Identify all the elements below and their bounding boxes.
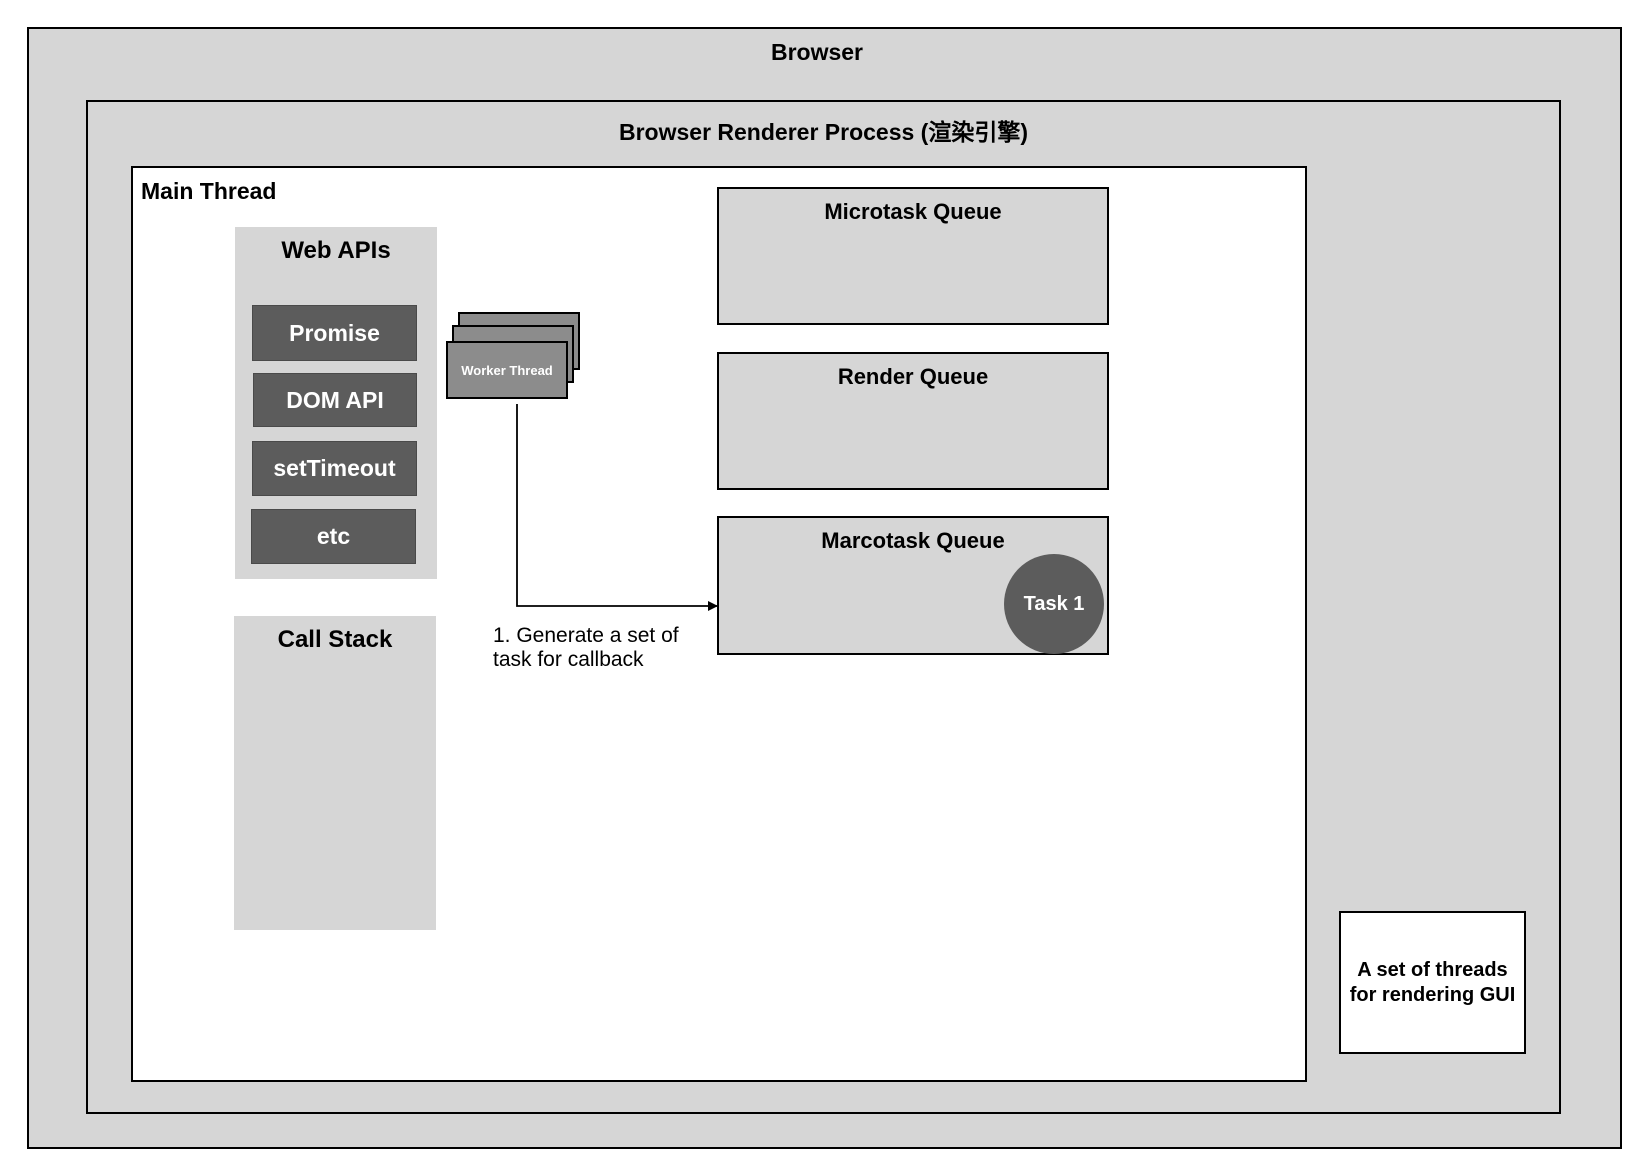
- macrotask-queue-title: Marcotask Queue: [821, 528, 1005, 553]
- worker-thread-label: Worker Thread: [461, 362, 553, 378]
- api-item-settimeout: setTimeout: [252, 441, 417, 496]
- gui-threads-label: A set of threads for rendering GUI: [1349, 958, 1516, 1006]
- task-1-label: Task 1: [1023, 592, 1085, 615]
- gui-threads-box: A set of threads for rendering GUI: [1339, 911, 1526, 1054]
- api-item-promise: Promise: [252, 305, 417, 361]
- main-thread-title: Main Thread: [141, 178, 277, 204]
- renderer-process-title: Browser Renderer Process (渲染引擎): [618, 119, 1028, 145]
- macrotask-queue: Marcotask Queue Task 1: [717, 516, 1109, 655]
- worker-thread-card: Worker Thread: [446, 341, 568, 399]
- arrow-label: 1. Generate a set of task for callback: [493, 624, 679, 671]
- task-1-node: Task 1: [1004, 554, 1104, 654]
- microtask-queue-title: Microtask Queue: [824, 199, 1002, 224]
- api-item-etc: etc: [251, 509, 416, 564]
- call-stack-title: Call Stack: [277, 626, 393, 653]
- web-apis-title: Web APIs: [281, 237, 391, 264]
- call-stack-panel: Call Stack: [234, 616, 436, 930]
- render-queue-title: Render Queue: [837, 364, 989, 389]
- browser-title: Browser: [770, 39, 864, 65]
- microtask-queue: Microtask Queue: [717, 187, 1109, 325]
- render-queue: Render Queue: [717, 352, 1109, 490]
- web-apis-panel: Web APIs Promise DOM API setTimeout etc: [235, 227, 437, 579]
- api-item-dom-api: DOM API: [253, 373, 417, 427]
